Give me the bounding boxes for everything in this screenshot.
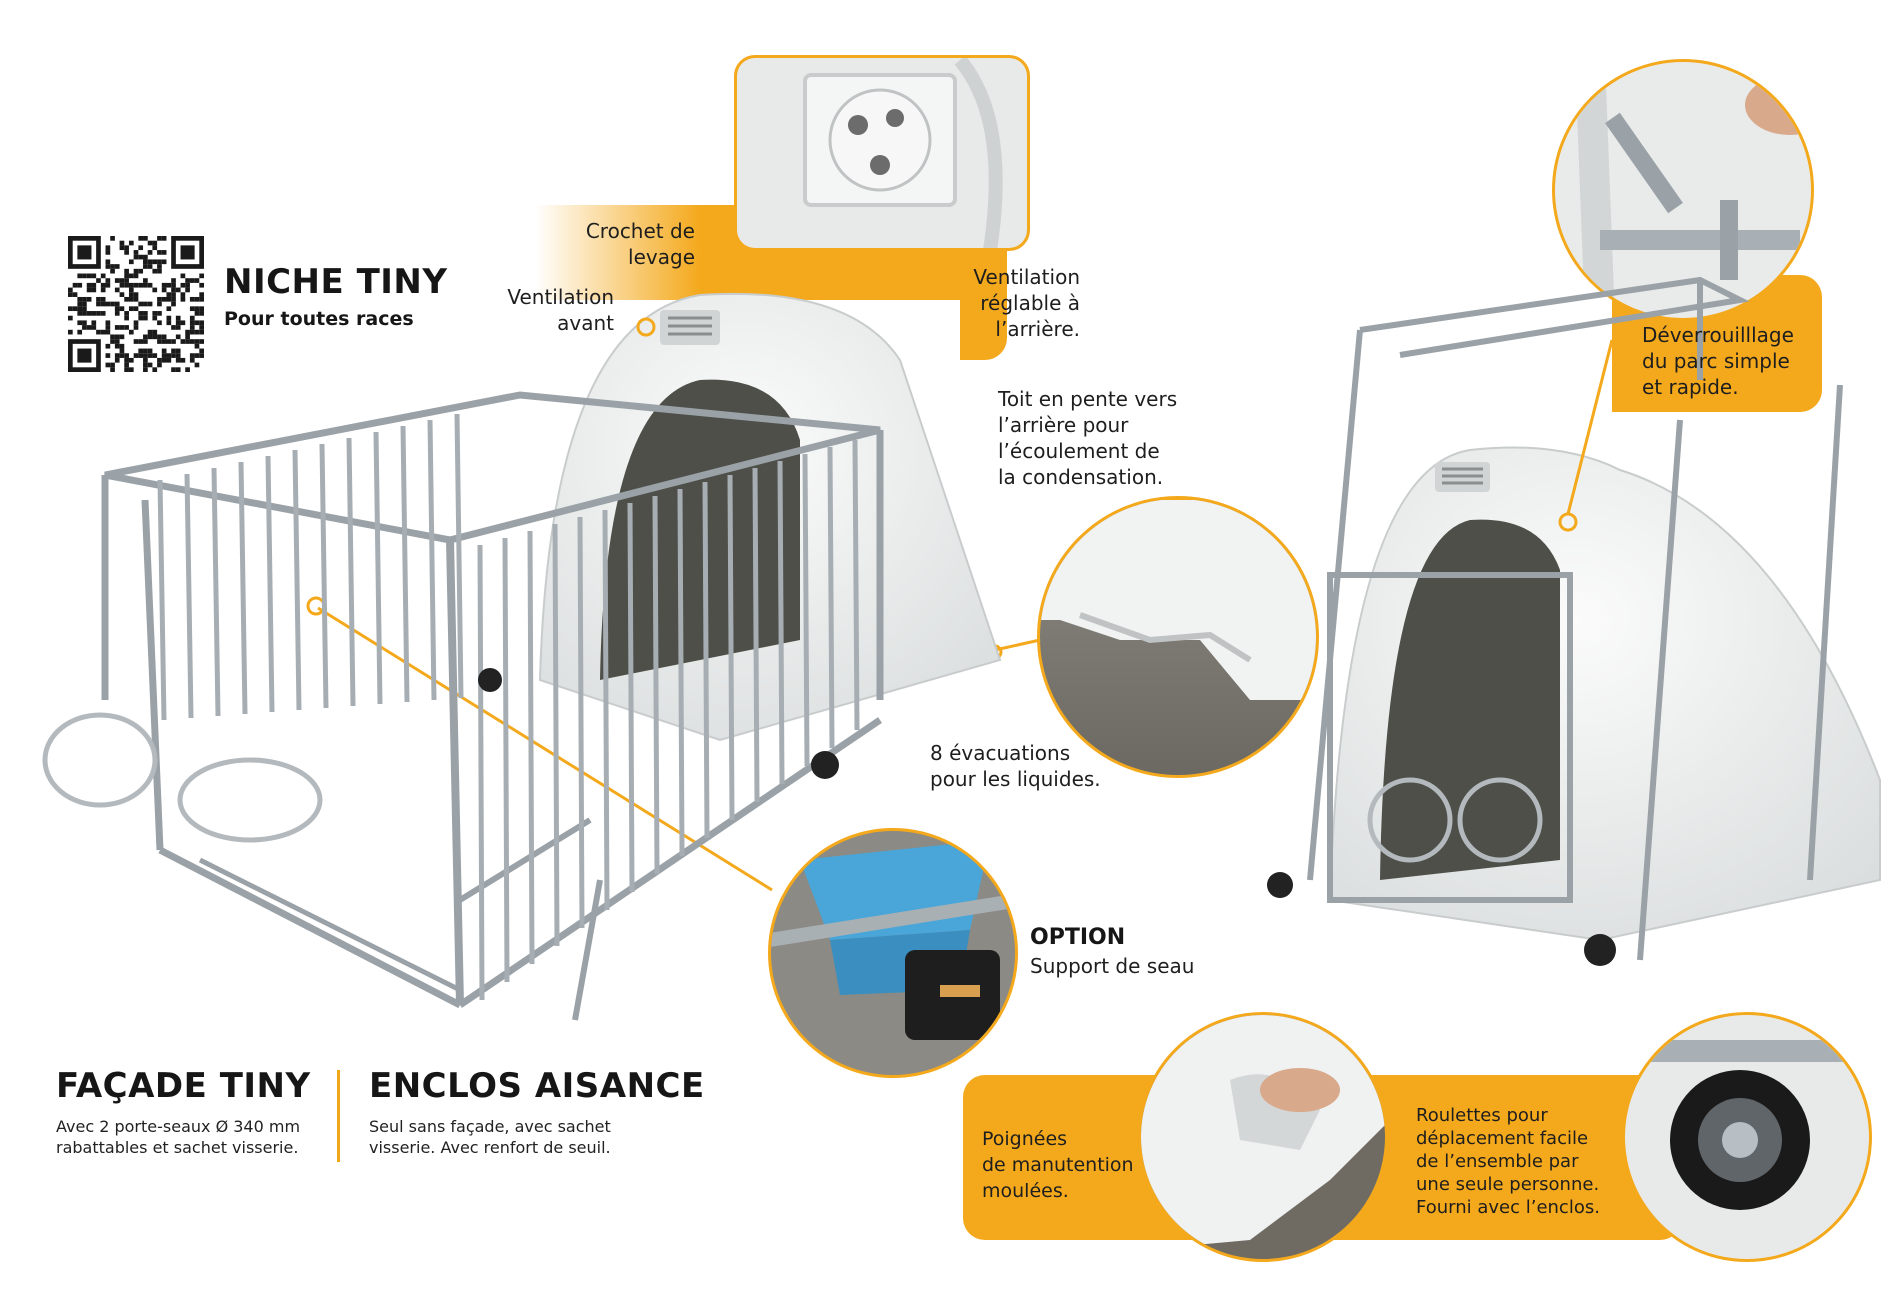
fence-bar xyxy=(319,443,329,709)
fence-bar xyxy=(777,460,785,785)
option-title: OPTION xyxy=(1030,925,1126,950)
facade-title: FAÇADE TINY xyxy=(56,1066,311,1106)
fence-bar xyxy=(852,439,860,731)
fence-bar xyxy=(577,516,585,929)
callout-toit: Toit en pente vers l’arrière pour l’écou… xyxy=(998,387,1178,489)
callout-roulettes: Roulettes pour déplacement facile de l’e… xyxy=(1416,1105,1600,1218)
fence-bar xyxy=(373,431,383,705)
fence-bar xyxy=(400,425,410,703)
fence-bar xyxy=(677,488,685,857)
fence-bar xyxy=(702,481,710,839)
niche-left xyxy=(538,292,1002,742)
fence-bar xyxy=(552,523,560,947)
enclos-bars xyxy=(157,413,860,1001)
fence-bar xyxy=(627,502,635,893)
fence-bar xyxy=(157,479,167,721)
fence-bar xyxy=(184,473,194,719)
fence-bar xyxy=(802,453,810,767)
fence-bar xyxy=(502,537,510,983)
fence-bar xyxy=(752,467,760,803)
fence-bar xyxy=(527,530,535,965)
fence-bar xyxy=(727,474,735,821)
niche-subtitle: Pour toutes races xyxy=(224,308,414,330)
fence-bar xyxy=(238,461,248,715)
callout-poignees: Poignées de manutention moulées. xyxy=(982,1128,1134,1202)
fence-bar xyxy=(652,495,660,875)
callout-deverrouillage: Déverrouilllage du parc simple et rapide… xyxy=(1642,323,1794,399)
fence-bar xyxy=(827,446,835,749)
enclos-title: ENCLOS AISANCE xyxy=(369,1066,705,1106)
option-text: Support de seau xyxy=(1030,954,1195,978)
enclos-text: Seul sans façade, avec sachet visserie. … xyxy=(369,1117,611,1157)
facade-text: Avec 2 porte-seaux Ø 340 mm rabattables … xyxy=(56,1117,301,1157)
qr-code-icon[interactable] xyxy=(68,236,204,372)
fence-bar xyxy=(265,455,275,713)
callout-ventilation-avant: Ventilation avant xyxy=(507,285,614,335)
fence-bar xyxy=(346,437,356,707)
callout-evacuations: 8 évacuations pour les liquides. xyxy=(930,741,1101,791)
fence-bar xyxy=(477,544,485,1001)
fence-bar xyxy=(427,419,437,701)
fence-bar xyxy=(454,413,464,699)
niche-right xyxy=(1328,339,1881,942)
fence-bar xyxy=(602,509,610,911)
callout-crochet: Crochet de levage xyxy=(585,219,695,269)
callout-ventilation-arriere: Ventilation réglable à l’arrière. xyxy=(973,265,1080,341)
fence-bar xyxy=(292,449,302,711)
fence-bar xyxy=(211,467,221,717)
section-divider xyxy=(337,1070,340,1162)
niche-title: NICHE TINY xyxy=(224,262,448,302)
